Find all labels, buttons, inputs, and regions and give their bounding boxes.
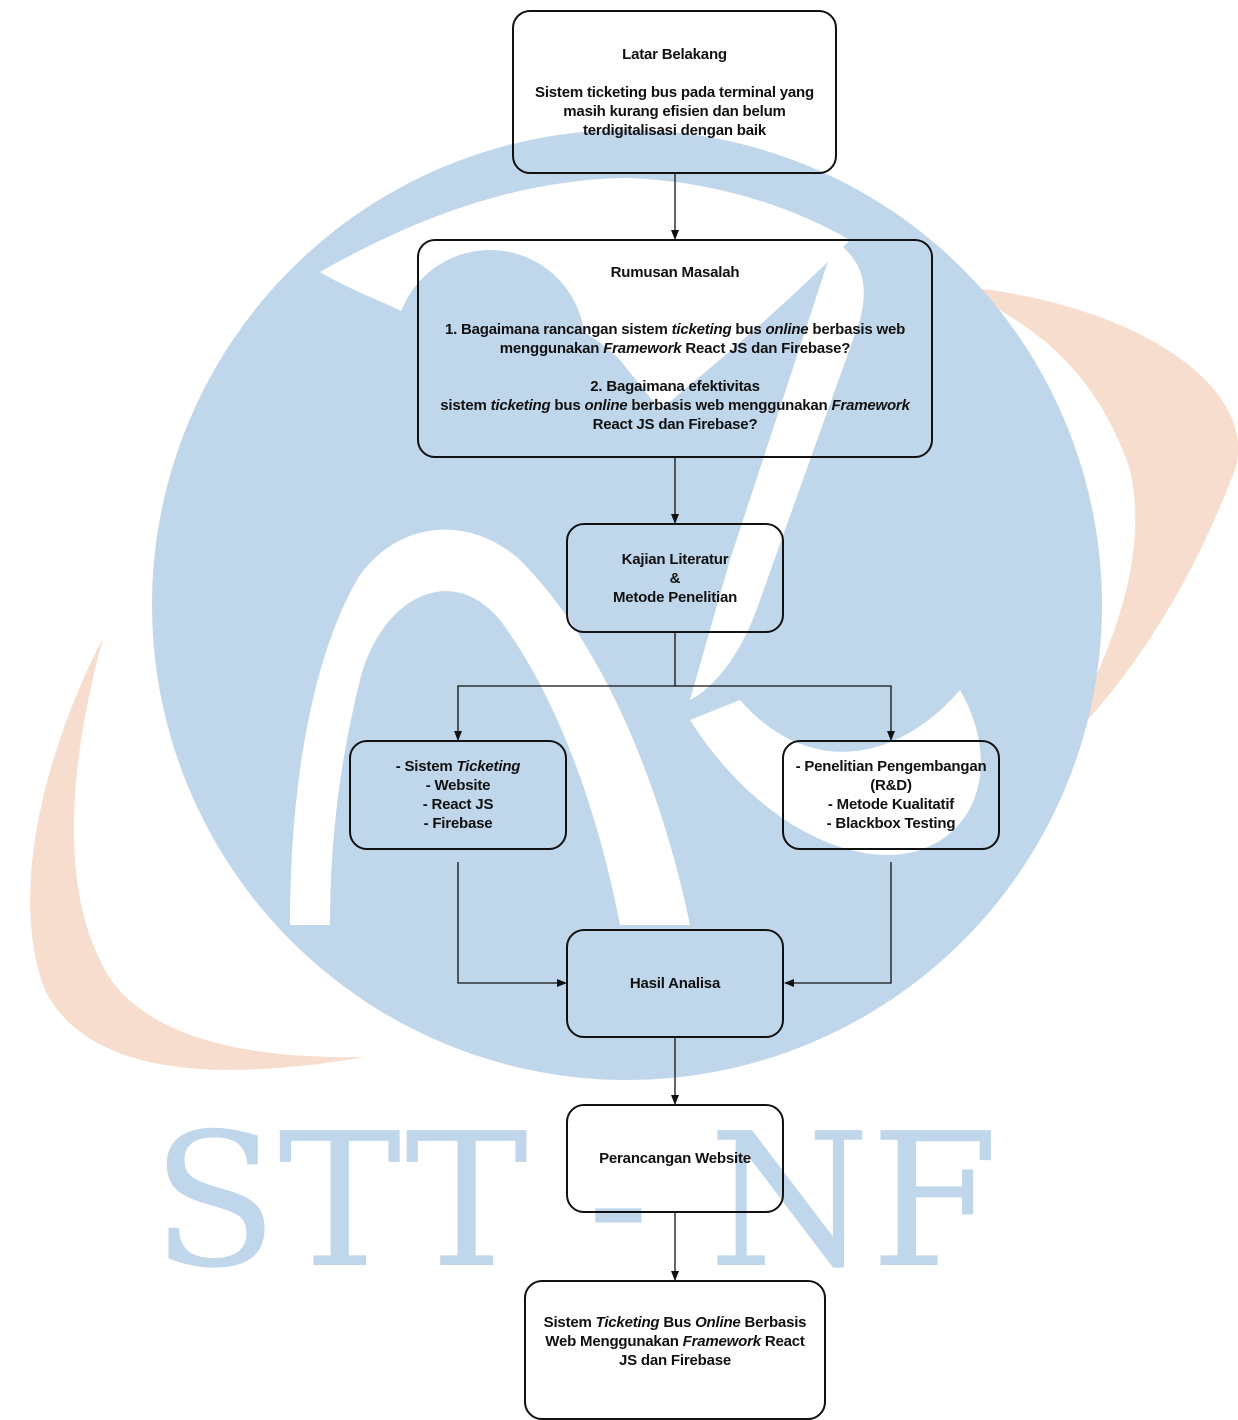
watermark-cap-shape (320, 178, 850, 410)
node-perancangan-label: Perancangan Website (599, 1150, 751, 1167)
node-hasil-analisa: Hasil Analisa (566, 929, 784, 1038)
node-kajian-literatur: Kajian Literatur & Metode Penelitian (566, 523, 784, 633)
node-sistem-line-3: - React JS (422, 796, 494, 813)
node-penelitian-line-2: (R&D) (870, 777, 912, 794)
node-output-sistem: Sistem Ticketing Bus Online Berbasis Web… (524, 1280, 826, 1420)
arrow-kajian-to-penelitian (675, 685, 895, 741)
node-penelitian-line-4: - Blackbox Testing (826, 815, 956, 832)
watermark-arch-shape (290, 529, 690, 925)
node-output-line-1: Sistem Ticketing Bus Online Berbasis (543, 1314, 807, 1331)
node-kajian-line-1: Kajian Literatur (621, 550, 729, 568)
node-hasil-label: Hasil Analisa (629, 975, 721, 992)
node-rumusan-masalah: Rumusan Masalah 1. Bagaimana rancangan s… (417, 239, 933, 458)
node-rumusan-question-2-line-2: sistem ticketing bus online berbasis web… (440, 397, 910, 414)
watermark-v-shape (690, 240, 864, 700)
node-kajian-line-3: Metode Penelitian (612, 588, 738, 606)
node-rumusan-question-2-line-3: React JS dan Firebase? (592, 416, 758, 433)
arrow-kajian-to-sistem (454, 633, 676, 741)
node-output-line-2: Web Menggunakan Framework React (545, 1333, 805, 1350)
node-penelitian-line-3: - Metode Kualitatif (827, 796, 955, 813)
node-sistem-line-4: - Firebase (423, 815, 493, 832)
node-kajian-line-2: & (669, 569, 681, 587)
node-rumusan-question-1-line-2: menggunakan Framework React JS dan Fireb… (499, 340, 851, 357)
node-latar-belakang: Latar Belakang Sistem ticketing bus pada… (512, 10, 837, 174)
node-sistem-line-1: - Sistem Ticketing (395, 758, 521, 775)
arrow-sistem-to-hasil (457, 862, 567, 987)
node-rumusan-masalah-title: Rumusan Masalah (610, 264, 740, 281)
watermark-swoosh-shape (690, 690, 981, 855)
node-sistem-ticketing: - Sistem Ticketing - Website - React JS … (349, 740, 567, 850)
node-latar-belakang-line-2: masih kurang efisien dan belum (563, 102, 786, 120)
node-latar-belakang-line-1: Sistem ticketing bus pada terminal yang (535, 83, 814, 101)
node-sistem-line-2: - Website (425, 777, 491, 794)
node-latar-belakang-line-3: terdigitalisasi dengan baik (583, 121, 766, 139)
arrow-penelitian-to-hasil (784, 862, 892, 987)
node-rumusan-question-1-line-1: 1. Bagaimana rancangan sistem ticketing … (444, 321, 906, 338)
watermark-inner-circle (395, 250, 585, 440)
watermark-crescent-right (945, 285, 1238, 755)
node-rumusan-question-2-line-1: 2. Bagaimana efektivitas (590, 378, 760, 395)
node-output-line-3: JS dan Firebase (618, 1352, 732, 1369)
node-perancangan-website: Perancangan Website (566, 1104, 784, 1213)
node-latar-belakang-title: Latar Belakang (622, 45, 727, 63)
node-penelitian-line-1: - Penelitian Pengembangan (795, 758, 987, 775)
node-penelitian-pengembangan: - Penelitian Pengembangan (R&D) - Metode… (782, 740, 1000, 850)
